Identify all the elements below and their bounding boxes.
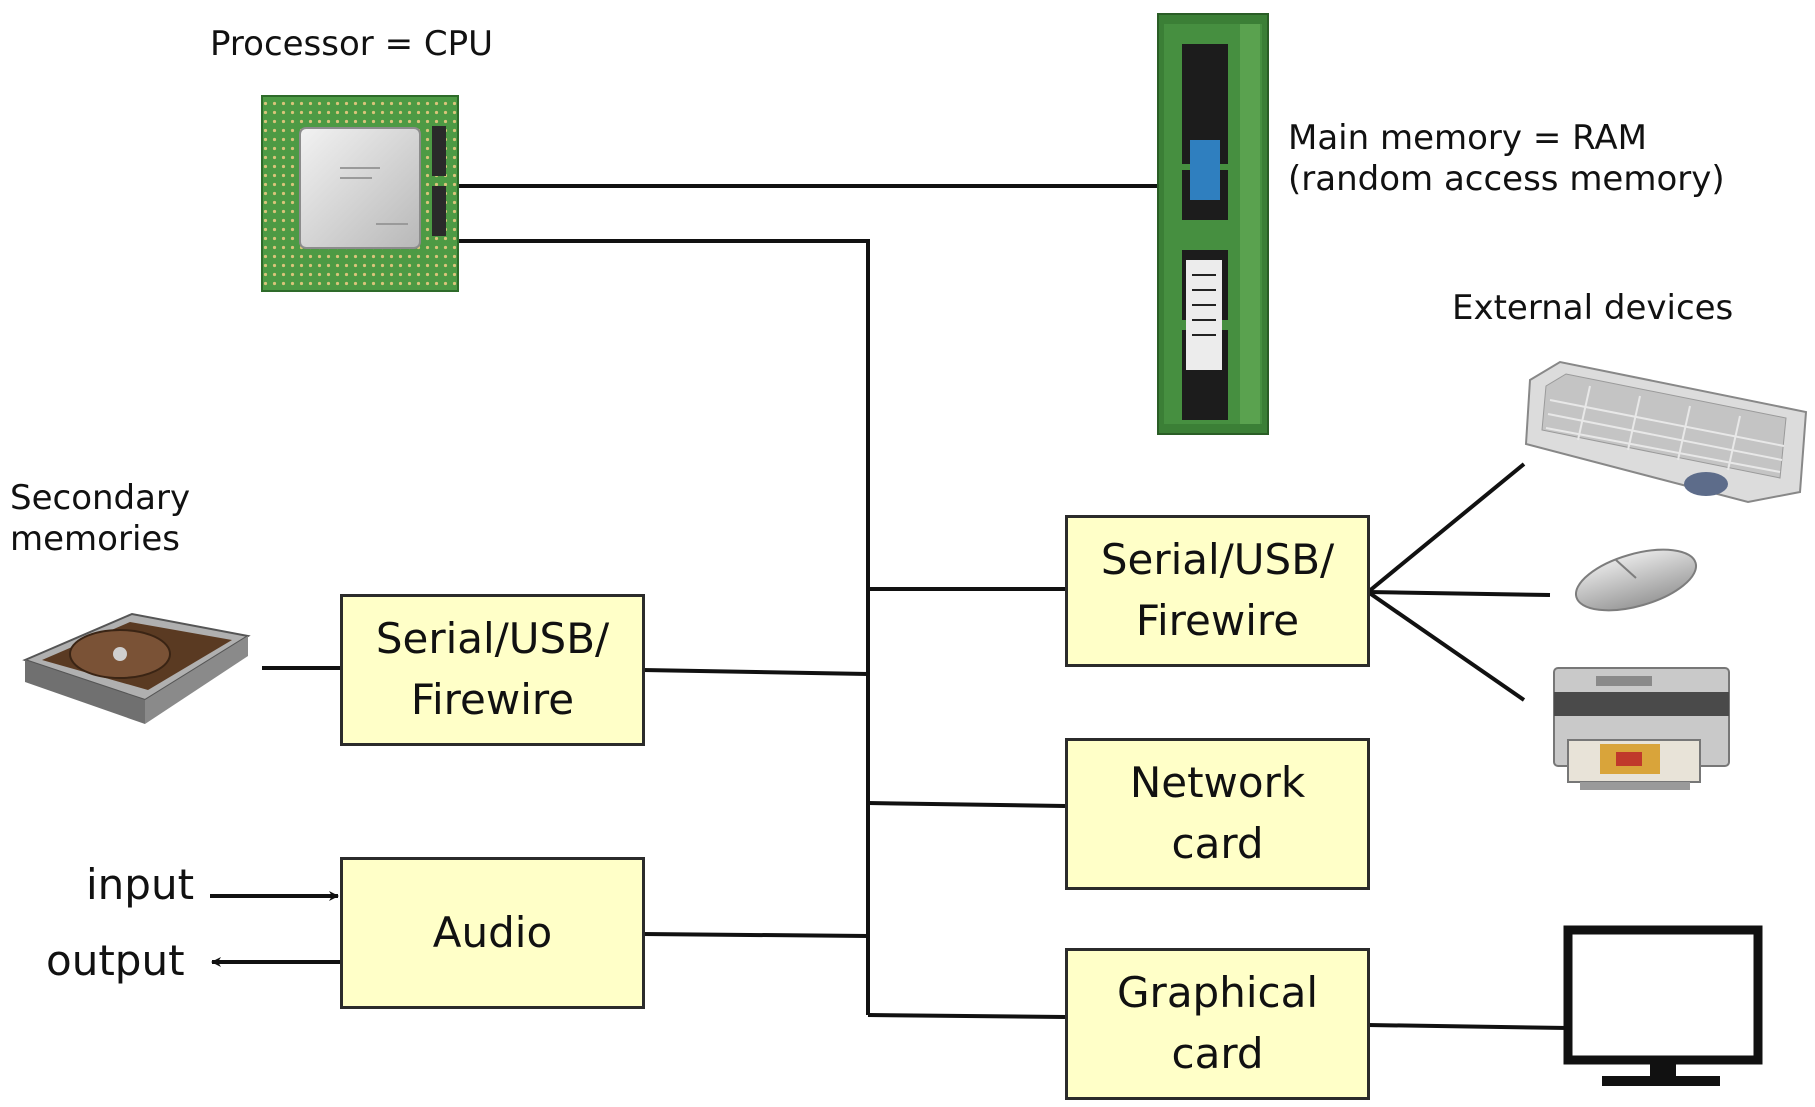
serial-keyboard-link [1366, 462, 1526, 594]
connection-lines [210, 184, 1569, 1030]
keyboard-icon [1524, 360, 1808, 504]
ram-label-line1: Main memory = RAM [1288, 118, 1647, 158]
bus-audio-link [642, 932, 869, 938]
cpu-bus-link [458, 239, 870, 1015]
secondary-label-line2: memories [10, 519, 181, 560]
graphical-monitor-link [1367, 1023, 1569, 1030]
audio-box: Audio [340, 857, 645, 1009]
audio-input-label: input [86, 860, 195, 909]
bus-serial-left-link [642, 668, 869, 676]
hard-drive-icon [22, 612, 251, 724]
serial-right-label: Serial/USB/ Firewire [1100, 535, 1335, 645]
serial-mouse-link [1367, 590, 1551, 597]
bus-network-link [867, 801, 1066, 808]
graphical-card-box: Graphical card [1065, 948, 1370, 1100]
secondary-label-line1: Secondary [10, 478, 191, 518]
ram-label: Main memory = RAM (random access memory) [1288, 118, 1725, 201]
serial-printer-link [1366, 590, 1526, 702]
ram-module-icon [1157, 13, 1269, 435]
cpu-chip-icon [261, 95, 459, 292]
graphical-card-label: Graphical card [1117, 968, 1318, 1078]
ram-label-line2: (random access memory) [1288, 159, 1725, 200]
cpu-label: Processor = CPU [210, 24, 493, 64]
mouse-icon [1574, 548, 1698, 612]
network-card-box: Network card [1065, 738, 1370, 890]
monitor-icon [1563, 925, 1763, 1086]
secondary-memories-label: Secondary memories [10, 478, 190, 561]
printer-icon [1553, 667, 1730, 790]
network-card-label: Network card [1129, 758, 1306, 868]
serial-usb-firewire-box-left: Serial/USB/ Firewire [340, 594, 645, 746]
serial-usb-firewire-box-right: Serial/USB/ Firewire [1065, 515, 1370, 667]
external-devices-label: External devices [1452, 288, 1734, 328]
audio-label: Audio [432, 907, 553, 957]
audio-output-label: output [46, 936, 185, 985]
bus-graphical-link [867, 1013, 1066, 1019]
serial-left-label: Serial/USB/ Firewire [375, 614, 610, 724]
